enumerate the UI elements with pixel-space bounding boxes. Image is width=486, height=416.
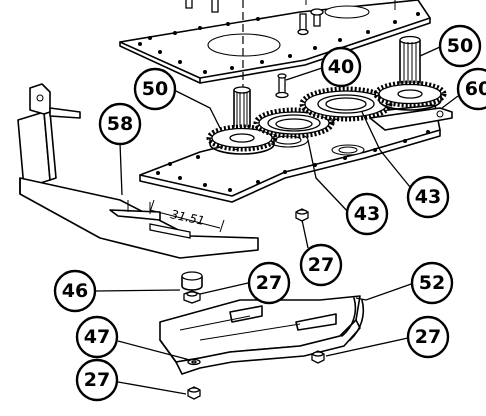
callout-27-bottom: 27 (75, 358, 119, 402)
callout-50-left-label: 50 (142, 78, 168, 100)
leader-lines (95, 46, 459, 395)
callout-40-label: 40 (328, 56, 354, 78)
callout-47-label: 47 (84, 326, 110, 348)
callout-40: 40 (320, 46, 362, 88)
callout-27-mid: 27 (299, 243, 343, 287)
nut-right (311, 350, 325, 364)
callout-50-left: 50 (133, 67, 177, 111)
housing-plate (139, 104, 441, 203)
callout-58-label: 58 (107, 113, 133, 135)
nut-bottom (187, 386, 201, 400)
washer-47 (187, 358, 201, 366)
callout-43-right-label: 43 (415, 186, 441, 208)
callout-27-bottom-label: 27 (84, 369, 110, 391)
callout-50-right: 50 (438, 24, 482, 68)
callout-52: 52 (410, 261, 454, 305)
dimension-label: 31.51 (169, 207, 206, 228)
lower-shield (159, 295, 365, 375)
callout-50-right-label: 50 (447, 35, 473, 57)
left-bracket (17, 83, 259, 259)
callout-43-lower-label: 43 (354, 203, 380, 225)
callout-46: 46 (53, 269, 97, 313)
callout-27-right-label: 27 (415, 326, 441, 348)
washer-27 (183, 290, 201, 304)
dimension-annotation: 31.51 (149, 199, 225, 233)
middle-gear (253, 107, 335, 139)
callout-27-washer-label: 27 (256, 272, 282, 294)
right-gear-assembly (373, 35, 447, 111)
right-bracket (369, 107, 453, 131)
callout-43-lower: 43 (345, 192, 389, 236)
callout-58: 58 (98, 102, 142, 146)
callout-27-washer: 27 (247, 261, 291, 305)
callout-60: 60 (456, 67, 486, 111)
callout-27-mid-label: 27 (308, 254, 334, 276)
spacer-46 (181, 271, 203, 291)
callout-43-right: 43 (406, 175, 450, 219)
bolt-40 (275, 73, 289, 99)
callout-60-label: 60 (465, 78, 486, 100)
callout-46-label: 46 (62, 280, 88, 302)
nut-mid (295, 208, 309, 222)
top-bolts (185, 0, 396, 36)
top-cover-plate (119, 0, 431, 84)
left-gear-assembly (206, 86, 278, 155)
callout-27-right: 27 (406, 315, 450, 359)
callout-47: 47 (75, 315, 119, 359)
callout-52-label: 52 (419, 272, 445, 294)
